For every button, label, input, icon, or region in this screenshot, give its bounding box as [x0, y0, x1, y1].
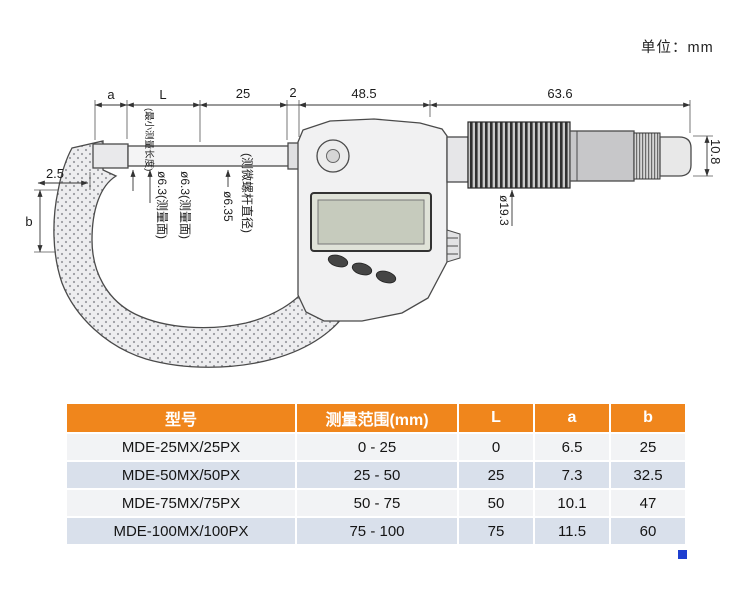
cell-model: MDE-25MX/25PX: [65, 432, 297, 462]
table-header-row: 型号 测量范围(mm) L a b: [65, 402, 687, 434]
col-header-a: a: [533, 402, 611, 434]
col-header-b: b: [609, 402, 687, 434]
spec-table: 型号 测量范围(mm) L a b MDE-25MX/25PX 0 - 25 0…: [65, 402, 687, 546]
label-spindle-face-dia: ø6.3(测量面): [178, 171, 192, 239]
function-buttons: [327, 254, 397, 284]
micrometer-diagram: a L 25 2 48.5 63.6 2.5 b 10.8 (最小测量长度) ø…: [25, 85, 723, 368]
dim-label-L: L: [159, 87, 166, 102]
cell-range: 50 - 75: [295, 488, 459, 518]
table-row: MDE-50MX/50PX 25 - 50 25 7.3 32.5: [65, 460, 687, 490]
dim-label-25: 25: [236, 86, 250, 101]
label-anvil-face-dia: ø6.3(测量面): [155, 171, 169, 239]
cell-L: 0: [457, 432, 535, 462]
sleeve: [446, 136, 469, 183]
cell-model: MDE-100MX/100PX: [65, 516, 297, 546]
cell-b: 32.5: [609, 460, 687, 490]
cell-a: 6.5: [533, 432, 611, 462]
cell-range: 75 - 100: [295, 516, 459, 546]
dim-label-b: b: [25, 214, 32, 229]
corner-marker: [678, 550, 687, 559]
ratchet-cap: [659, 136, 692, 177]
col-header-L: L: [457, 402, 535, 434]
cell-L: 50: [457, 488, 535, 518]
cell-L: 25: [457, 460, 535, 490]
cell-range: 25 - 50: [295, 460, 459, 490]
col-header-model: 型号: [65, 402, 297, 434]
label-thimble-dia: ø19.3: [497, 195, 511, 226]
dimension-annotations: a L 25 2 48.5 63.6 2.5 b 10.8 (最小测量长度) ø…: [25, 85, 723, 253]
cell-b: 60: [609, 516, 687, 546]
cell-b: 25: [609, 432, 687, 462]
dim-label-10-8: 10.8: [708, 139, 723, 164]
ratchet-sleeve: [569, 130, 635, 182]
cell-a: 7.3: [533, 460, 611, 490]
extension-lines: [34, 100, 713, 253]
thimble: [467, 121, 571, 189]
unit-label: 单位：mm: [641, 40, 714, 56]
dim-label-2-5: 2.5: [46, 166, 64, 181]
anvil: [92, 143, 129, 169]
dim-label-48-5: 48.5: [351, 86, 376, 101]
cell-a: 10.1: [533, 488, 611, 518]
cell-a: 11.5: [533, 516, 611, 546]
micrometer-frame: [53, 140, 351, 368]
note-min-measuring-length: (最小测量长度): [143, 108, 155, 171]
cell-model: MDE-75MX/75PX: [65, 488, 297, 518]
cell-L: 75: [457, 516, 535, 546]
dim-label-2: 2: [289, 85, 296, 100]
table-row: MDE-25MX/25PX 0 - 25 0 6.5 25: [65, 432, 687, 462]
col-header-range: 测量范围(mm): [295, 402, 459, 434]
note-screw-diameter: (测微螺杆直径): [240, 153, 254, 233]
table-row: MDE-75MX/75PX 50 - 75 50 10.1 47: [65, 488, 687, 518]
table-row: MDE-100MX/100PX 75 - 100 75 11.5 60: [65, 516, 687, 546]
ratchet-knurl: [633, 132, 661, 180]
label-screw-dia: ø6.35: [221, 191, 235, 222]
cell-range: 0 - 25: [295, 432, 459, 462]
cell-b: 47: [609, 488, 687, 518]
dim-label-a: a: [107, 87, 115, 102]
display-body: [297, 118, 461, 322]
dim-label-63-6: 63.6: [547, 86, 572, 101]
cell-model: MDE-50MX/50PX: [65, 460, 297, 490]
